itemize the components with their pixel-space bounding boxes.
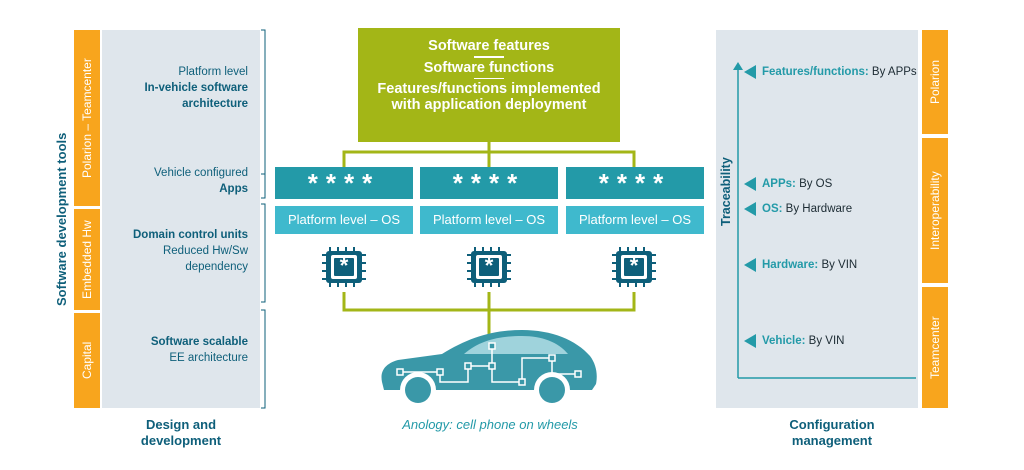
os-box-2: Platform level – OS <box>420 206 558 234</box>
level-apps-line1: Vehicle configured <box>154 167 248 179</box>
level-apps-line2: Apps <box>219 183 248 195</box>
level-platform-line3: architecture <box>182 98 248 110</box>
trace-key-hardware: Hardware: <box>762 259 819 272</box>
chip-symbol-1: * <box>339 253 349 278</box>
tool-bar-polarion: Polarion <box>922 30 948 134</box>
feature-separator-1 <box>474 56 504 58</box>
tool-label-interoperability: Interoperability <box>928 171 942 250</box>
configuration-caption-line2: management <box>791 433 873 448</box>
car-icon <box>381 330 597 408</box>
software-features-box: Software features Software functions Fea… <box>358 28 620 142</box>
level-domain-control: Domain control units Reduced Hw/Sw depen… <box>106 227 248 275</box>
chip-icon-1 <box>322 247 366 287</box>
level-domain-line1: Domain control units <box>133 229 248 241</box>
triangle-left-icon <box>744 65 756 79</box>
trace-item-hardware: Hardware: By VIN <box>744 258 857 272</box>
trace-key-features: Features/functions: <box>762 66 869 79</box>
trace-value-hardware: By VIN <box>818 259 858 272</box>
feature-line-software-functions: Software functions <box>423 59 555 76</box>
analogy-caption: Anology: cell phone on wheels <box>402 417 578 432</box>
os-box-1: Platform level – OS <box>275 206 413 234</box>
trace-item-features: Features/functions: By APPs <box>744 65 917 79</box>
tool-bar-interoperability: Interoperability <box>922 138 948 283</box>
chip-icon-3 <box>612 247 656 287</box>
trace-item-os: OS: By Hardware <box>744 202 852 216</box>
tool-bar-teamcenter: Teamcenter <box>922 287 948 408</box>
feature-line-deployment: with application deployment <box>391 97 587 113</box>
level-scalable-line1: Software scalable <box>150 336 248 348</box>
bracket-scalable <box>261 309 266 409</box>
feature-separator-2 <box>474 77 504 79</box>
bracket-domain <box>261 203 266 303</box>
tool-label-polarion: Polarion <box>928 59 942 105</box>
bracket-apps <box>261 173 266 199</box>
trace-key-vehicle: Vehicle: <box>762 335 806 348</box>
tool-bar-polarion-teamcenter: Polarion – Teamcenter <box>74 30 100 206</box>
app-box-2: **** <box>420 167 558 199</box>
triangle-left-icon <box>744 258 756 272</box>
trace-key-apps: APPs: <box>762 178 796 191</box>
triangle-left-icon <box>744 202 756 216</box>
chip-icon-2 <box>467 247 511 287</box>
level-domain-line3: dependency <box>185 261 248 273</box>
level-scalable: Software scalable EE architecture <box>106 334 248 366</box>
level-scalable-line2: EE architecture <box>169 352 248 364</box>
triangle-left-icon <box>744 334 756 348</box>
configuration-caption-line1: Configuration <box>789 417 875 432</box>
feature-line-implemented: Features/functions implemented <box>377 81 601 97</box>
trace-value-vehicle: By VIN <box>805 335 845 348</box>
configuration-caption: Configuration management <box>716 417 948 449</box>
level-brackets <box>261 29 266 409</box>
trace-key-os: OS: <box>762 203 783 216</box>
feature-line-software-features: Software features <box>428 38 550 54</box>
tool-label-teamcenter: Teamcenter <box>928 316 942 379</box>
os-box-3: Platform level – OS <box>566 206 704 234</box>
level-platform-line2: In-vehicle software <box>144 82 248 94</box>
level-platform: Platform level In-vehicle software archi… <box>106 64 248 112</box>
tool-bar-capital: Capital <box>74 313 100 408</box>
design-caption-line2: development <box>140 433 222 448</box>
level-platform-line1: Platform level <box>178 66 248 78</box>
trace-value-apps: By OS <box>795 178 833 191</box>
design-panel <box>102 30 260 408</box>
triangle-left-icon <box>744 177 756 191</box>
trace-value-features: By APPs <box>868 66 917 79</box>
trace-item-apps: APPs: By OS <box>744 177 832 191</box>
design-caption-line1: Design and <box>145 417 217 432</box>
traceability-axis <box>733 62 916 379</box>
tool-bar-embedded-hw: Embedded Hw <box>74 209 100 310</box>
trace-item-vehicle: Vehicle: By VIN <box>744 334 844 348</box>
chip-symbol-2: * <box>484 253 494 278</box>
trace-value-os: By Hardware <box>782 203 853 216</box>
level-domain-line2: Reduced Hw/Sw <box>162 245 248 257</box>
traceability-arrowhead <box>733 62 743 70</box>
level-apps: Vehicle configured Apps <box>106 165 248 197</box>
design-caption: Design and development <box>102 417 260 449</box>
chip-symbol-3: * <box>629 253 639 278</box>
app-box-3: **** <box>566 167 704 199</box>
app-box-1: **** <box>275 167 413 199</box>
